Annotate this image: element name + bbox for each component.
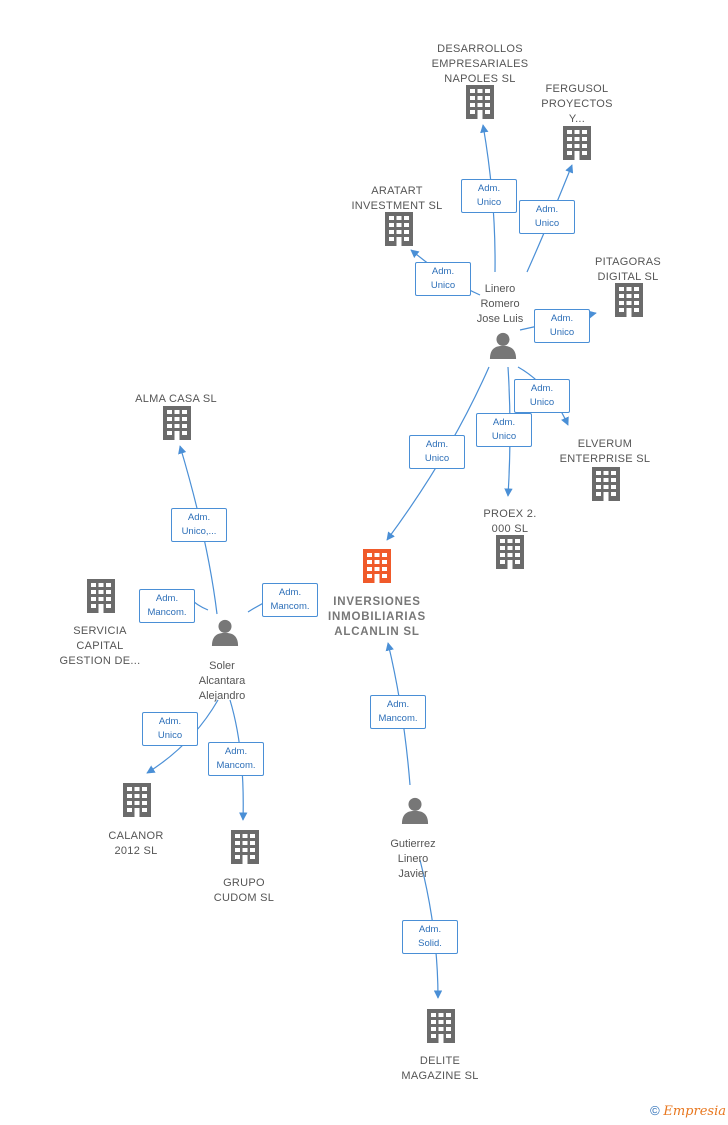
node-fergusol[interactable]: FERGUSOL PROYECTOS Y... (522, 82, 632, 127)
edge-role-label[interactable]: Adm. Unico (415, 262, 471, 296)
edge-role-label[interactable]: Adm. Unico (461, 179, 517, 213)
node-elverum[interactable]: ELVERUM ENTERPRISE SL (545, 437, 665, 467)
node-label: ELVERUM ENTERPRISE SL (559, 438, 651, 465)
node-label: GRUPO CUDOM SL (213, 877, 275, 904)
empresia-logo[interactable]: Empresia (663, 1104, 726, 1119)
edge-role-label[interactable]: Adm. Unico (142, 712, 198, 746)
main-company-building-icon[interactable] (363, 549, 391, 583)
node-label: DELITE MAGAZINE SL (401, 1055, 479, 1082)
edge-role-label[interactable]: Adm. Unico (409, 435, 465, 469)
building-icon[interactable] (615, 283, 643, 317)
node-gutierrez[interactable]: Gutierrez Linero Javier (368, 837, 458, 882)
node-label: PITAGORAS DIGITAL SL (594, 256, 662, 283)
node-alma[interactable]: ALMA CASA SL (121, 392, 231, 407)
node-label: Gutierrez Linero Javier (390, 838, 436, 880)
node-label: DESARROLLOS EMPRESARIALES NAPOLES SL (431, 43, 529, 85)
edge-role-label[interactable]: Adm. Mancom. (208, 742, 264, 776)
node-label: PROEX 2. 000 SL (483, 508, 537, 535)
node-desarrollos[interactable]: DESARROLLOS EMPRESARIALES NAPOLES SL (415, 42, 545, 87)
node-label: ARATART INVESTMENT SL (351, 185, 443, 212)
edge-role-label[interactable]: Adm. Unico (514, 379, 570, 413)
edge-role-label[interactable]: Adm. Mancom. (139, 589, 195, 623)
node-servicia[interactable]: SERVICIA CAPITAL GESTION DE... (45, 624, 155, 669)
edge-role-label[interactable]: Adm. Mancom. (262, 583, 318, 617)
node-label: SERVICIA CAPITAL GESTION DE... (59, 625, 141, 667)
node-delite[interactable]: DELITE MAGAZINE SL (385, 1054, 495, 1084)
node-label: Linero Romero Jose Luis (476, 283, 524, 325)
node-proex[interactable]: PROEX 2. 000 SL (465, 507, 555, 537)
building-icon[interactable] (231, 830, 259, 864)
building-icon[interactable] (563, 126, 591, 160)
node-label: Soler Alcantara Alejandro (198, 660, 246, 702)
edge-role-label[interactable]: Adm. Solid. (402, 920, 458, 954)
node-label: INVERSIONES INMOBILIARIAS ALCANLIN SL (328, 596, 426, 638)
building-icon[interactable] (163, 406, 191, 440)
node-calanor[interactable]: CALANOR 2012 SL (91, 829, 181, 859)
node-aratart[interactable]: ARATART INVESTMENT SL (337, 184, 457, 214)
building-icon[interactable] (466, 85, 494, 119)
building-icon[interactable] (385, 212, 413, 246)
footer-brand: © Empresia (650, 1103, 726, 1119)
building-icon[interactable] (592, 467, 620, 501)
node-pitagoras[interactable]: PITAGORAS DIGITAL SL (578, 255, 678, 285)
node-linero[interactable]: Linero Romero Jose Luis (455, 282, 545, 327)
edge-role-label[interactable]: Adm. Unico (476, 413, 532, 447)
node-soler[interactable]: Soler Alcantara Alejandro (177, 659, 267, 704)
person-icon[interactable] (401, 797, 429, 824)
building-icon[interactable] (87, 579, 115, 613)
node-label: CALANOR 2012 SL (108, 830, 164, 857)
building-icon[interactable] (427, 1009, 455, 1043)
building-icon[interactable] (496, 535, 524, 569)
node-label: FERGUSOL PROYECTOS Y... (541, 83, 613, 125)
edge-role-label[interactable]: Adm. Unico,... (171, 508, 227, 542)
person-icon[interactable] (489, 332, 517, 359)
building-icon[interactable] (123, 783, 151, 817)
node-label: ALMA CASA SL (135, 393, 217, 405)
node-grupo[interactable]: GRUPO CUDOM SL (199, 876, 289, 906)
copyright-symbol: © (650, 1103, 660, 1118)
person-icon[interactable] (211, 619, 239, 646)
edge-role-label[interactable]: Adm. Mancom. (370, 695, 426, 729)
node-inversiones[interactable]: INVERSIONES INMOBILIARIAS ALCANLIN SL (312, 595, 442, 640)
edge-role-label[interactable]: Adm. Unico (519, 200, 575, 234)
edge-role-label[interactable]: Adm. Unico (534, 309, 590, 343)
